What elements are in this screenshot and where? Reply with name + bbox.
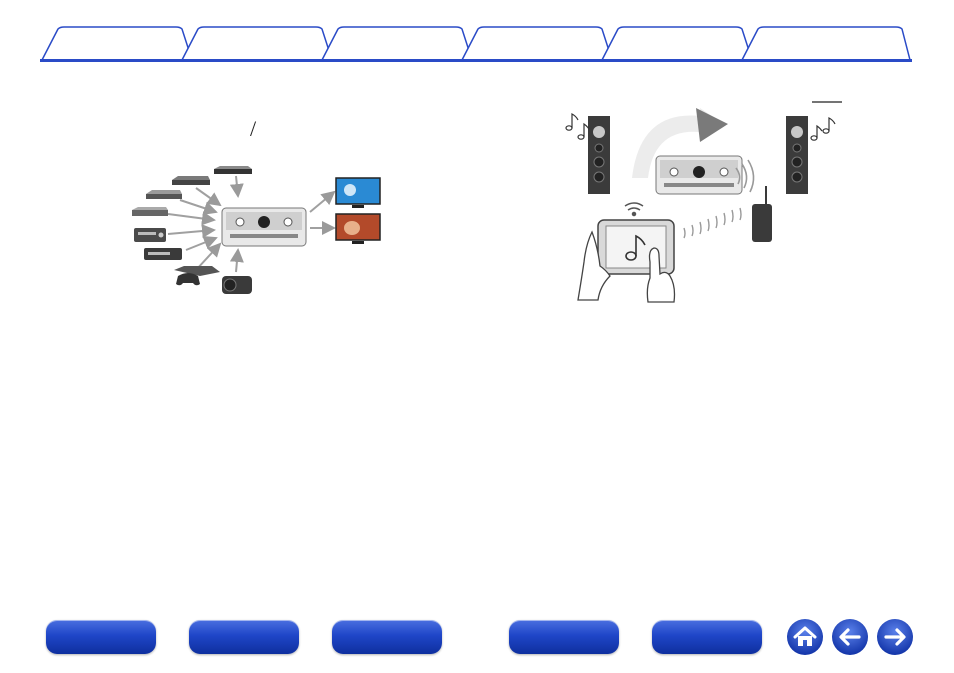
dvd-player-icon <box>146 190 182 199</box>
receiver-icon <box>222 208 306 246</box>
nav-button-2[interactable] <box>189 620 299 654</box>
speaker-icon <box>588 116 610 194</box>
receiver-icon <box>656 156 742 194</box>
back-button[interactable] <box>831 618 869 656</box>
forward-button[interactable] <box>876 618 914 656</box>
tablet-icon <box>598 220 674 274</box>
signal-wave-icon <box>684 208 741 238</box>
home-button[interactable] <box>786 618 824 656</box>
tab-3[interactable] <box>328 27 464 61</box>
nav-button-3[interactable] <box>332 620 442 654</box>
tv-icon <box>336 178 380 208</box>
streaming-diagram <box>560 95 850 305</box>
flow-arrowhead <box>696 108 728 142</box>
tab-6[interactable] <box>748 27 904 61</box>
nav-button-4[interactable] <box>509 620 619 654</box>
divider-slash: / <box>250 116 256 142</box>
tab-4[interactable] <box>468 27 604 61</box>
media-player-icon <box>132 207 168 216</box>
tab-1[interactable] <box>48 27 184 61</box>
tv-icon <box>336 214 380 244</box>
tab-5[interactable] <box>608 27 744 61</box>
tab-2[interactable] <box>188 27 324 61</box>
camcorder-icon <box>222 276 252 294</box>
speaker-icon <box>786 116 808 194</box>
game-console-icon <box>174 266 220 285</box>
connection-diagram <box>125 160 390 300</box>
cd-player-icon <box>134 228 166 242</box>
settop-box-icon <box>214 166 252 174</box>
nav-button-1[interactable] <box>46 620 156 654</box>
tuner-icon <box>144 248 182 260</box>
wifi-icon <box>625 203 643 216</box>
router-icon <box>752 186 772 242</box>
nav-button-5[interactable] <box>652 620 762 654</box>
tab-bar <box>0 0 954 64</box>
bluray-player-icon <box>172 176 210 185</box>
